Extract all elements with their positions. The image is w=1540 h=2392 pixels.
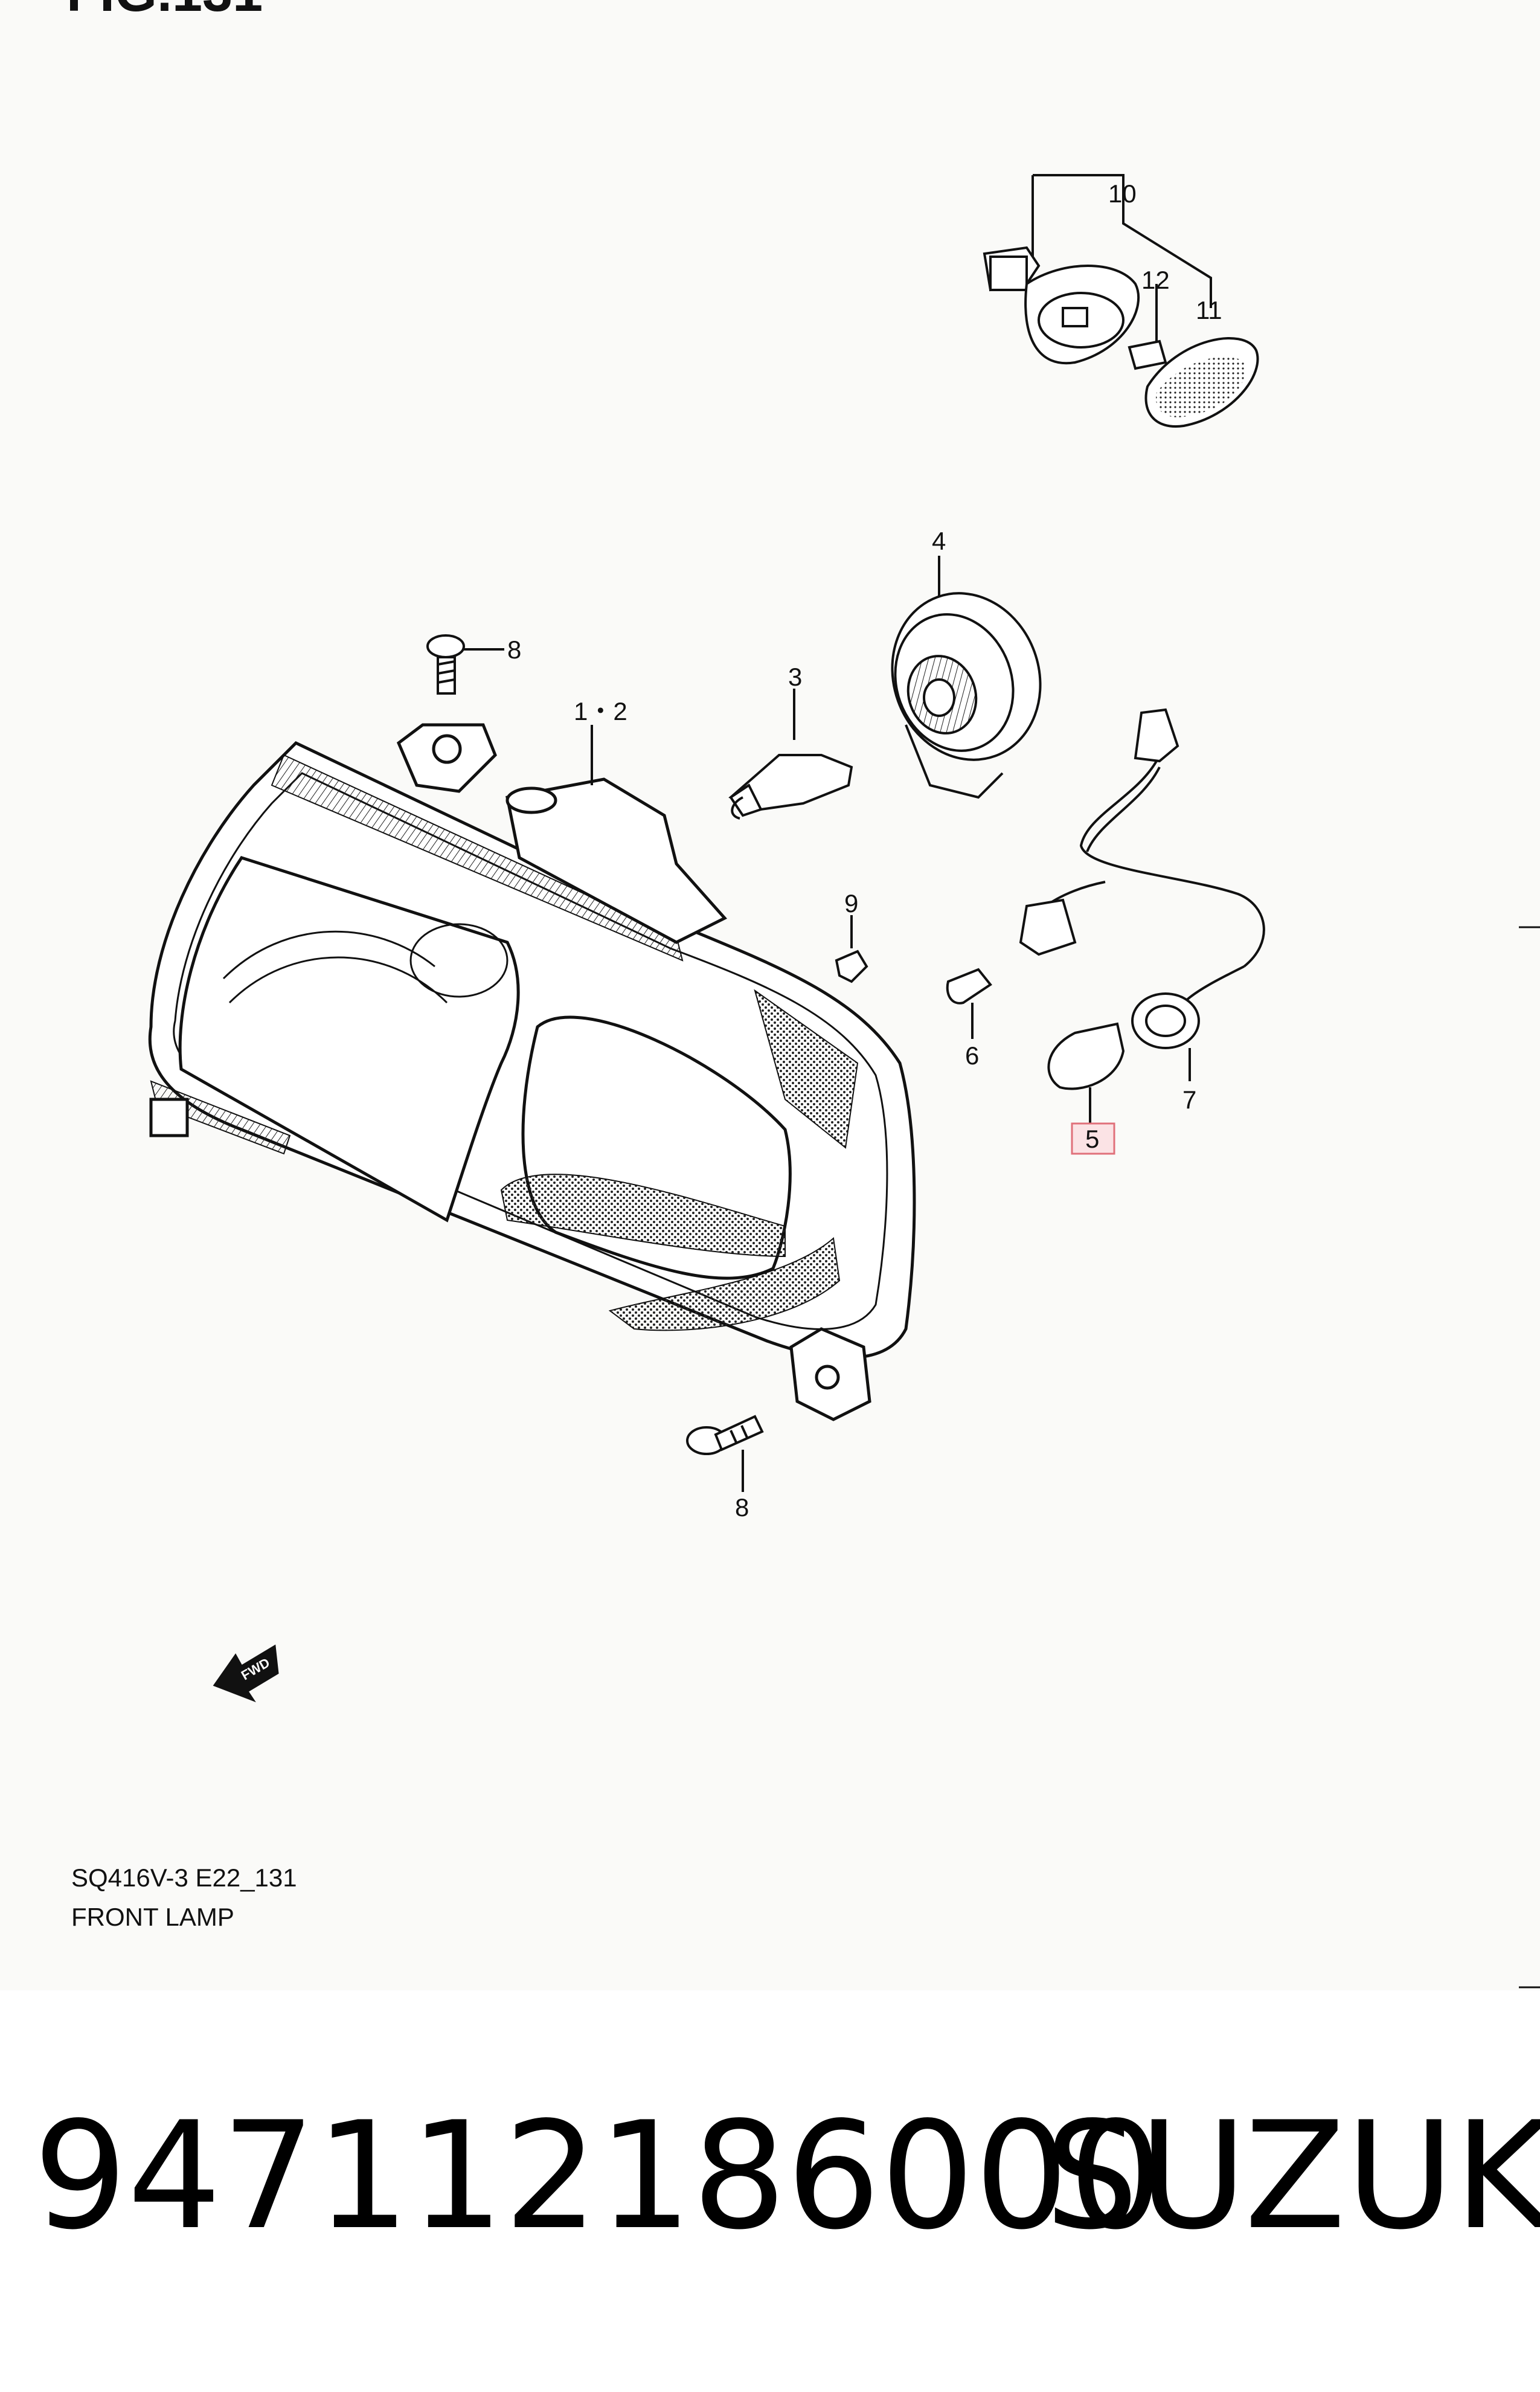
callout-8-top[interactable]: 8 [507, 635, 521, 664]
callout-8-bottom[interactable]: 8 [735, 1493, 749, 1522]
position-bulb [946, 968, 992, 1039]
headlamp-housing [148, 723, 916, 1421]
parts-diagram-panel: FIG.131 [66, 0, 1540, 1989]
callout-11[interactable]: 11 [1196, 296, 1222, 324]
screw-top [426, 634, 504, 695]
headlight-bulb [728, 689, 853, 820]
clip [835, 915, 868, 983]
callout-1-2[interactable]: 1・2 [574, 697, 627, 725]
bulb-cover [891, 556, 1042, 799]
side-marker-lamp-assembly [983, 174, 1259, 428]
callout-5-highlight [1071, 1122, 1115, 1155]
figure-header: FIG.131 [66, 0, 263, 23]
callout-10[interactable]: 10 [1108, 179, 1137, 208]
parts-diagram: FIG.131 [66, 0, 1540, 1989]
screw-bottom [686, 1415, 764, 1492]
turn-signal-bulb [1047, 1022, 1125, 1124]
callout-12[interactable]: 12 [1141, 266, 1170, 294]
diagram-title: FRONT LAMP [71, 1903, 234, 1931]
callout-6[interactable]: 6 [965, 1041, 979, 1070]
socket-harness [1019, 708, 1265, 1081]
callout-3[interactable]: 3 [788, 663, 802, 691]
callout-7[interactable]: 7 [1182, 1085, 1196, 1114]
part-number: 947112186000 [33, 2090, 1163, 2262]
brand-name: SUZUKI [1045, 2090, 1540, 2262]
callout-4[interactable]: 4 [932, 527, 946, 555]
callout-5[interactable]: 5 [1085, 1125, 1099, 1153]
diagram-code: SQ416V-3 E22_131 [71, 1863, 297, 1892]
fwd-arrow-icon: FWD [213, 1644, 279, 1703]
callout-9[interactable]: 9 [844, 889, 858, 918]
